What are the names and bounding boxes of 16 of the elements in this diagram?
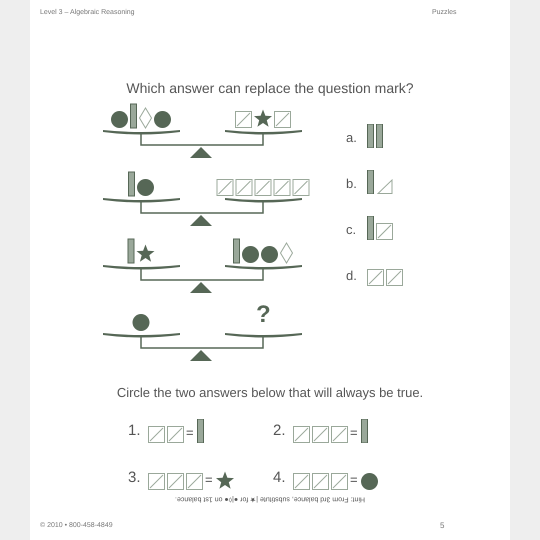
equals-sign: =: [350, 424, 358, 442]
item-number: 4.: [273, 468, 286, 488]
item-number: 1.: [128, 421, 141, 441]
equals-sign: =: [186, 424, 194, 442]
question-text: Which answer can replace the question mark?: [125, 79, 415, 98]
equals-sign: =: [350, 471, 358, 489]
instruction-text: Circle the two answers below that will always be true.: [116, 384, 424, 402]
option-label: a.: [346, 129, 357, 147]
option-label: b.: [346, 175, 357, 193]
option-label: c.: [346, 221, 356, 239]
item-number: 2.: [273, 421, 286, 441]
question-mark: ?: [256, 303, 271, 327]
item-number: 3.: [128, 468, 141, 488]
option-label: d.: [346, 267, 357, 285]
page-number: 5: [440, 520, 444, 532]
equals-sign: =: [205, 471, 213, 489]
